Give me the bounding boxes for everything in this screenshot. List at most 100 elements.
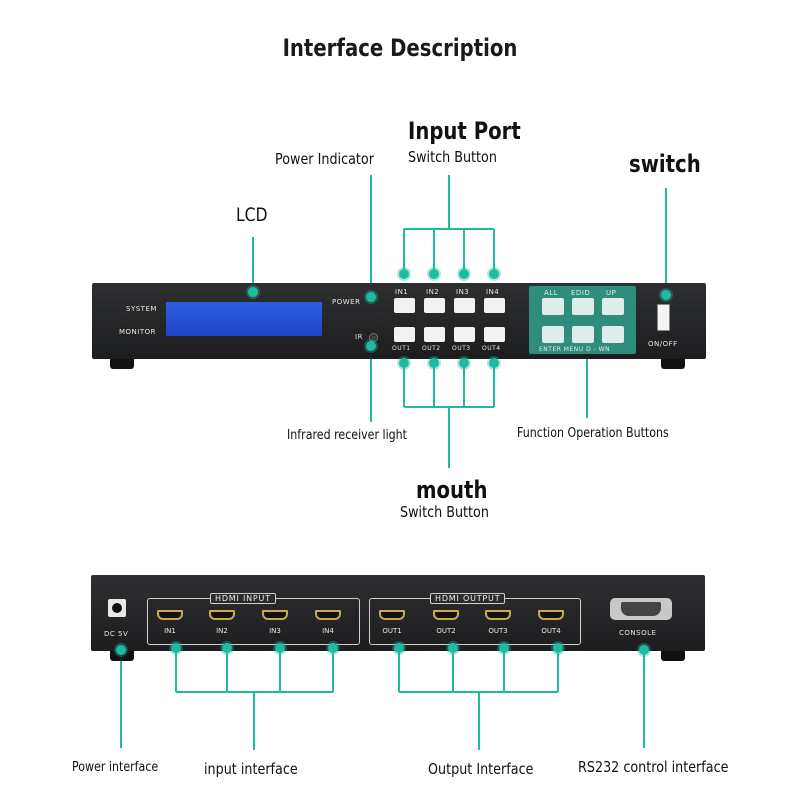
switch-label: switch [629, 150, 701, 178]
hdmi-in2-label: IN2 [216, 627, 228, 635]
hdmi-out4-label: OUT4 [541, 627, 561, 635]
out2-text: OUT2 [422, 345, 441, 352]
in3-marker [459, 269, 469, 279]
ir-text: IR [355, 333, 363, 341]
rs232-marker [639, 645, 649, 655]
lcd-marker [248, 287, 258, 297]
rear-panel: DC 5V HDMI INPUT IN1 IN2 IN3 IN4 HDMI OU… [91, 575, 705, 651]
power-text: POWER [332, 298, 361, 306]
lcd-label: LCD [236, 204, 268, 226]
in2-button[interactable] [424, 298, 445, 313]
menu-button[interactable] [572, 326, 594, 343]
hdmi-input-group: HDMI INPUT IN1 IN2 IN3 IN4 [147, 593, 360, 645]
power-marker [366, 292, 376, 302]
enter-button[interactable] [542, 326, 564, 343]
dc-text: DC 5V [104, 630, 129, 638]
out1-button[interactable] [394, 327, 415, 342]
out3-text: OUT3 [452, 345, 471, 352]
up-button[interactable] [602, 298, 624, 315]
rear-foot-left [110, 651, 134, 661]
output-port-label: mouth [416, 476, 488, 504]
out1-text: OUT1 [392, 345, 411, 352]
front-foot-right [661, 359, 685, 369]
hdmi-output-header: HDMI OUTPUT [430, 593, 506, 604]
out2-button[interactable] [424, 327, 445, 342]
out3-port-marker [499, 643, 509, 653]
all-button[interactable] [542, 298, 564, 315]
in3-button[interactable] [454, 298, 475, 313]
monitor-text: MONITOR [119, 328, 156, 336]
out2-marker [429, 358, 439, 368]
in1-text: IN1 [395, 288, 409, 296]
hdmi-in1-port [157, 610, 183, 620]
out3-button[interactable] [454, 327, 475, 342]
hdmi-out4-port [538, 610, 564, 620]
switch-marker [661, 290, 671, 300]
dc-power-jack [108, 599, 126, 617]
hdmi-out1-label: OUT1 [382, 627, 402, 635]
out4-port-marker [553, 643, 563, 653]
hdmi-out3-label: OUT3 [488, 627, 508, 635]
console-text: CONSOLE [619, 629, 657, 637]
out4-marker [489, 358, 499, 368]
in1-button[interactable] [394, 298, 415, 313]
hdmi-input-header: HDMI INPUT [210, 593, 276, 604]
in4-marker [489, 269, 499, 279]
dc-marker [116, 645, 126, 655]
in4-port-marker [328, 643, 338, 653]
infrared-label: Infrared receiver light [287, 428, 408, 443]
in4-button[interactable] [484, 298, 505, 313]
down-button[interactable] [602, 326, 624, 343]
rs232-port [610, 598, 672, 620]
in3-port-marker [275, 643, 285, 653]
fn-bottom-text: ENTER MENU D - WN [539, 346, 611, 353]
hdmi-in4-label: IN4 [322, 627, 334, 635]
out2-port-marker [448, 643, 458, 653]
in4-text: IN4 [486, 288, 500, 296]
front-panel: SYSTEM MONITOR POWER IR IN1 IN2 IN3 IN4 … [92, 283, 706, 359]
in2-marker [429, 269, 439, 279]
out1-port-marker [394, 643, 404, 653]
in2-text: IN2 [426, 288, 440, 296]
in3-text: IN3 [456, 288, 470, 296]
hdmi-out2-label: OUT2 [436, 627, 456, 635]
output-switch-label: Switch Button [400, 503, 489, 521]
onoff-text: ON/OFF [648, 340, 678, 348]
fn-all-text: ALL [544, 289, 559, 297]
output-interface-label: Output Interface [428, 760, 534, 778]
hdmi-out1-port [379, 610, 405, 620]
lcd-screen [166, 302, 322, 336]
hdmi-out2-port [433, 610, 459, 620]
input-interface-label: input interface [204, 760, 298, 778]
rear-foot-right [661, 651, 685, 661]
system-text: SYSTEM [126, 305, 157, 313]
hdmi-in4-port [315, 610, 341, 620]
hdmi-output-group: HDMI OUTPUT OUT1 OUT2 OUT3 OUT4 [369, 593, 581, 645]
input-port-label: Input Port [408, 117, 521, 145]
in2-port-marker [222, 643, 232, 653]
power-indicator-label: Power Indicator [275, 150, 374, 168]
hdmi-in2-port [209, 610, 235, 620]
function-button-group: ALL EDID UP ENTER MENU D - WN [529, 286, 636, 354]
in1-marker [399, 269, 409, 279]
in1-port-marker [171, 643, 181, 653]
hdmi-in3-label: IN3 [269, 627, 281, 635]
fn-edid-text: EDID [571, 289, 591, 297]
input-switch-label: Switch Button [408, 148, 497, 166]
ir-marker [366, 341, 376, 351]
out3-marker [459, 358, 469, 368]
edid-button[interactable] [572, 298, 594, 315]
out4-button[interactable] [484, 327, 505, 342]
out4-text: OUT4 [482, 345, 501, 352]
out1-marker [399, 358, 409, 368]
fn-up-text: UP [606, 289, 617, 297]
power-switch[interactable] [657, 304, 670, 331]
function-ops-label: Function Operation Buttons [517, 426, 669, 441]
rs232-interface-label: RS232 control interface [578, 758, 729, 776]
power-interface-label: Power interface [72, 760, 159, 775]
hdmi-in1-label: IN1 [164, 627, 176, 635]
page-title: Interface Description [282, 34, 518, 62]
hdmi-in3-port [262, 610, 288, 620]
hdmi-out3-port [485, 610, 511, 620]
